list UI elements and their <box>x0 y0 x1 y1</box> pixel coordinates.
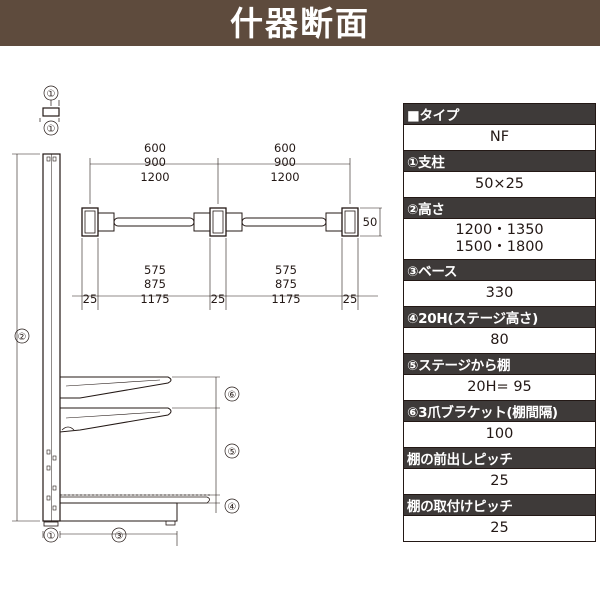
bottom-dim-right-1: 575 <box>275 263 297 277</box>
spec-value: NF <box>403 124 596 151</box>
top-dim-right-1: 600 <box>274 141 296 155</box>
bottom-dim-right-2: 875 <box>275 277 297 291</box>
bottom-dim-end-mid: 25 <box>211 292 226 306</box>
spec-value-line: 1200・1350 <box>455 222 544 238</box>
spec-row-post-label: ①支柱 <box>403 150 596 172</box>
spec-label: 棚の前出しピッチ <box>403 447 596 469</box>
circle-2: ② <box>18 332 27 343</box>
spec-label: ③ベース <box>403 259 596 281</box>
spec-label: ②高さ <box>403 197 596 219</box>
plan-view <box>81 207 359 237</box>
bottom-dim-left-2: 875 <box>144 277 166 291</box>
spec-row-stage-to-shelf-label: ⑤ステージから棚 <box>403 353 596 375</box>
bottom-dim-right-3: 1175 <box>271 292 300 306</box>
height-dim: 50 <box>363 215 378 229</box>
circle-1-bottom: ① <box>47 531 56 542</box>
title-bar: 什器断面 <box>0 0 600 46</box>
spec-row-type-label: ■タイプ <box>403 103 596 125</box>
bottom-dim-end-left: 25 <box>83 292 98 306</box>
spec-row-type-value: NF <box>403 124 596 151</box>
spec-row-mount-pitch-label: 棚の取付けピッチ <box>403 494 596 516</box>
spec-label: ⑥3爪ブラケット(棚間隔) <box>403 400 596 422</box>
top-dim-left-2: 900 <box>144 155 166 169</box>
top-dim-left-3: 1200 <box>140 170 169 184</box>
spec-row-stage-height-label: ④20H(ステージ高さ) <box>403 306 596 328</box>
spec-row-bracket-label: ⑥3爪ブラケット(棚間隔) <box>403 400 596 422</box>
circle-1-top: ① <box>47 89 56 100</box>
circle-5: ⑤ <box>228 447 237 458</box>
circle-4: ④ <box>228 502 237 513</box>
spec-row-base-label: ③ベース <box>403 259 596 281</box>
spec-value: 25 <box>403 515 596 542</box>
cross-section-svg: ① ① ② ⑥ ⑤ ④ ① ③ 600 900 1200 600 900 120… <box>12 85 382 546</box>
bottom-dim-end-right: 25 <box>343 292 358 306</box>
spec-row-stage-to-shelf-value: 20H= 95 <box>403 374 596 401</box>
post-section-symbol <box>42 107 60 117</box>
bracket-upper <box>59 376 172 399</box>
spec-row-forward-pitch-value: 25 <box>403 468 596 495</box>
spec-row-bracket-value: 100 <box>403 421 596 448</box>
bottom-dim-left-1: 575 <box>144 263 166 277</box>
spec-value: 20H= 95 <box>403 374 596 401</box>
bracket-lower <box>59 407 172 433</box>
spec-value: 50×25 <box>403 171 596 198</box>
spec-value: 100 <box>403 421 596 448</box>
cross-section-drawing: ① ① ② ⑥ ⑤ ④ ① ③ 600 900 1200 600 900 120… <box>0 46 400 600</box>
circle-3: ③ <box>115 531 124 542</box>
base <box>59 502 178 522</box>
spec-label: ⑤ステージから棚 <box>403 353 596 375</box>
circle-6: ⑥ <box>228 390 237 401</box>
top-dim-right-3: 1200 <box>270 170 299 184</box>
spec-value: 80 <box>403 327 596 354</box>
page-title: 什器断面 <box>230 3 370 43</box>
spec-label: 棚の取付けピッチ <box>403 494 596 516</box>
top-dim-right-2: 900 <box>274 155 296 169</box>
circle-1-mid: ① <box>47 124 56 135</box>
spec-row-mount-pitch-value: 25 <box>403 515 596 542</box>
spec-row-height-label: ②高さ <box>403 197 596 219</box>
spec-row-forward-pitch-label: 棚の前出しピッチ <box>403 447 596 469</box>
spec-value: 25 <box>403 468 596 495</box>
spec-row-base-value: 330 <box>403 280 596 307</box>
spec-row-post-value: 50×25 <box>403 171 596 198</box>
top-dim-left-1: 600 <box>144 141 166 155</box>
spec-value-line: 1500・1800 <box>455 239 544 255</box>
spec-row-stage-height-value: 80 <box>403 327 596 354</box>
bottom-dim-left-3: 1175 <box>140 292 169 306</box>
spec-label: ■タイプ <box>403 103 596 125</box>
spec-label: ①支柱 <box>403 150 596 172</box>
spec-label: ④20H(ステージ高さ) <box>403 306 596 328</box>
spec-value: 330 <box>403 280 596 307</box>
